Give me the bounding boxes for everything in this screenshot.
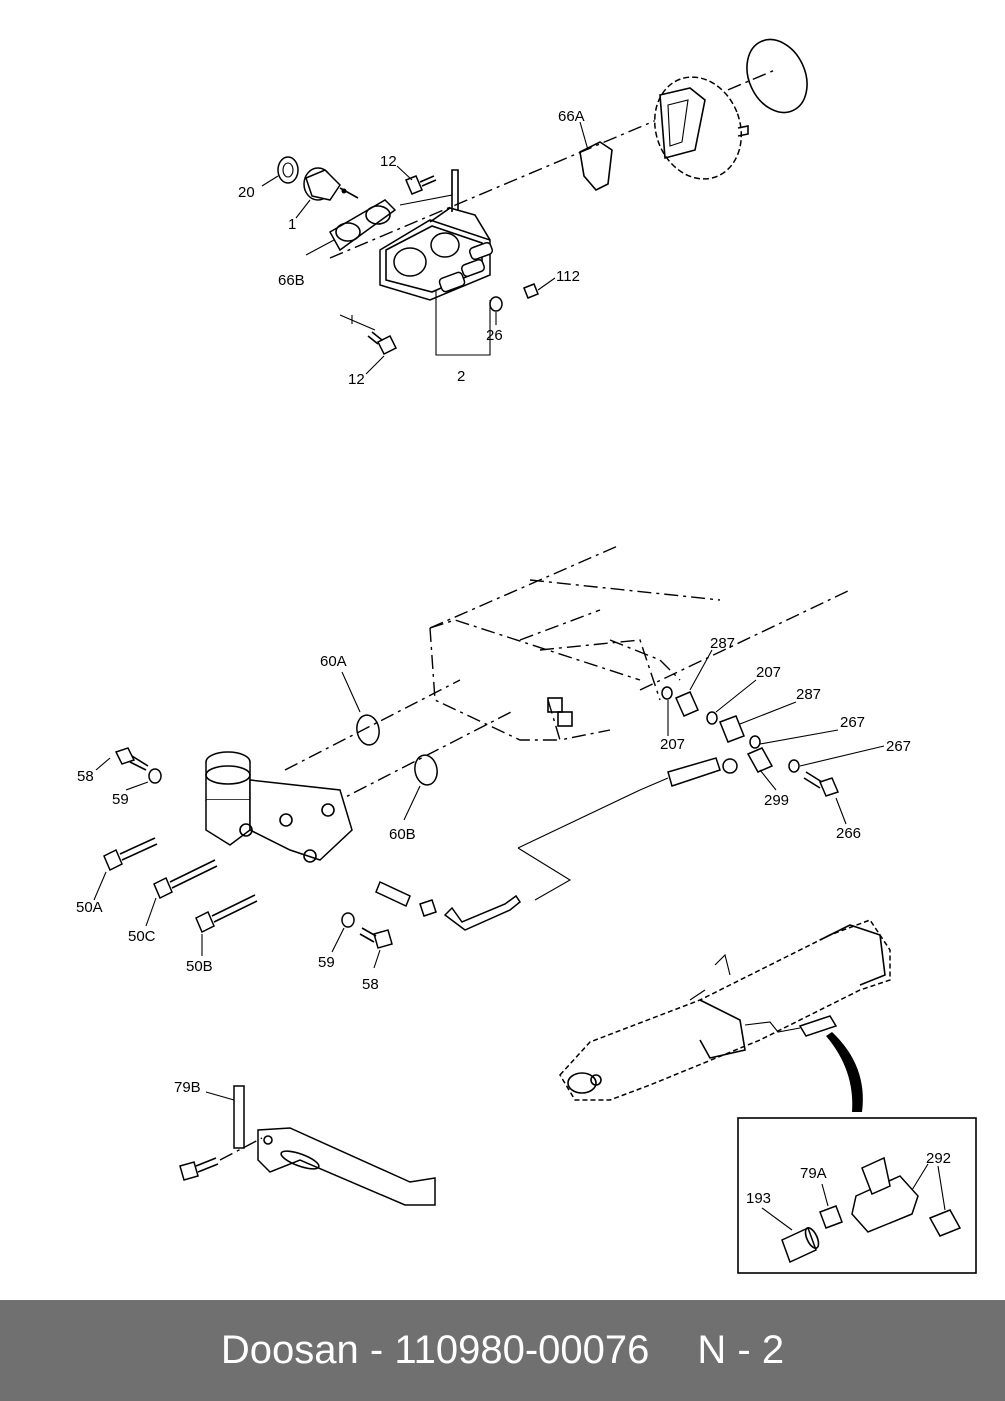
label-1: 1 (288, 216, 296, 233)
label-2: 2 (457, 368, 465, 385)
label-193: 193 (746, 1190, 771, 1207)
washer-20 (277, 156, 299, 184)
label-267-top: 267 (840, 714, 865, 731)
plug-112 (523, 283, 539, 299)
washer-59-bottom (341, 912, 355, 928)
label-59-top: 59 (112, 791, 129, 808)
bracket (257, 1127, 436, 1206)
tag-79b (233, 1085, 245, 1149)
bolt-12-top (405, 175, 437, 195)
hose-upper (667, 757, 721, 787)
label-20: 20 (238, 184, 255, 201)
callout-arrow (826, 1032, 863, 1112)
gasket-66a (579, 141, 613, 191)
o-ring-60b (414, 754, 438, 786)
label-79b: 79B (174, 1079, 201, 1096)
label-58-bottom: 58 (362, 976, 379, 993)
label-292: 292 (926, 1150, 951, 1167)
washer-26 (489, 296, 503, 312)
water-inlet-assembly: 60A 60B 58 59 50A 50C 50B 59 58 287 207 … (76, 544, 911, 993)
adapter-287b (719, 715, 745, 743)
label-50b: 50B (186, 958, 213, 975)
engine-block (429, 544, 721, 741)
fitting-lower (375, 880, 411, 908)
label-12-top: 12 (380, 153, 397, 170)
bolt-266 (818, 777, 840, 797)
elbow-299 (746, 747, 774, 773)
footer-title: Doosan - 110980-00076 (220, 1328, 650, 1372)
pump-housing (653, 76, 749, 180)
bolt-bracket (179, 1161, 199, 1181)
washer-267a (749, 735, 761, 749)
label-60a: 60A (320, 653, 347, 670)
thermostat-assembly: 20 1 12 66B 66A 112 26 2 12 (238, 38, 808, 388)
tee-fitting-292 (851, 1156, 962, 1237)
adapter-287a (675, 691, 699, 717)
washer-207b (706, 711, 718, 725)
label-58-top: 58 (77, 768, 94, 785)
label-207-top: 207 (756, 664, 781, 681)
inlet-housing (205, 751, 353, 863)
footer-page: N - 2 (697, 1328, 785, 1372)
washer-207a (661, 686, 673, 700)
hose-193 (781, 1226, 817, 1264)
label-79a: 79A (800, 1165, 827, 1182)
bolt-12-bottom (367, 331, 398, 356)
label-287-right: 287 (796, 686, 821, 703)
hose-lower (443, 894, 522, 931)
thermostat-1 (303, 167, 359, 201)
label-287-top: 287 (710, 635, 735, 652)
label-66b: 66B (278, 272, 305, 289)
clamp-79a (819, 1205, 843, 1229)
label-12-bottom: 12 (348, 371, 365, 388)
label-267-right: 267 (886, 738, 911, 755)
label-299: 299 (764, 792, 789, 809)
label-50a: 50A (76, 899, 103, 916)
bolt-58-bottom (373, 929, 393, 949)
overview-assembly: 193 79A 292 (559, 919, 977, 1274)
bolt-58-top (114, 747, 136, 765)
label-59-bottom: 59 (318, 954, 335, 971)
bolt-50b (195, 894, 258, 934)
bolt-50c (153, 859, 218, 900)
footer-bar: Doosan - 110980-00076 N - 2 (0, 1300, 1005, 1401)
label-266: 266 (836, 825, 861, 842)
bracket-assembly: 79B (174, 1079, 436, 1206)
label-50c: 50C (128, 928, 156, 945)
gasket-66b (328, 199, 397, 252)
detail-inset (737, 1117, 977, 1274)
thermostat-housing (379, 169, 494, 301)
small-connector (798, 1015, 838, 1037)
bolt-50a (103, 837, 158, 872)
o-ring-60a (356, 714, 380, 746)
label-26: 26 (486, 327, 503, 344)
label-66a: 66A (558, 108, 585, 125)
parts-diagram: 20 1 12 66B 66A 112 26 2 12 (76, 38, 977, 1274)
label-112: 112 (556, 268, 580, 285)
washer-59-top (148, 768, 162, 784)
label-207-left: 207 (660, 736, 685, 753)
washer-267b (788, 759, 800, 773)
label-60b: 60B (389, 826, 416, 843)
